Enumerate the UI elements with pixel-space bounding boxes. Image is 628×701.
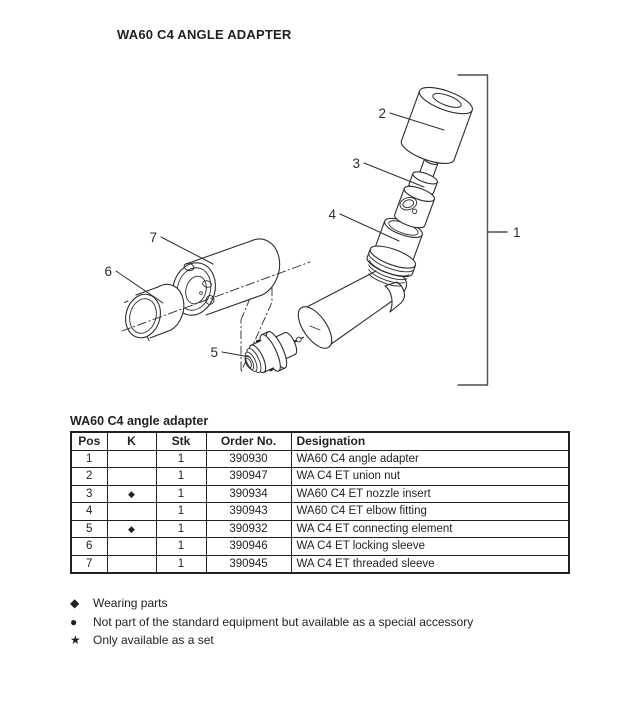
part-label-3: 3 [352,156,360,171]
col-header-k: K [106,431,157,451]
table-row: 5 ◆ 1 390932 WA C4 ET connecting element [70,519,570,538]
cell-k [106,449,157,468]
table-row: 1 1 390930 WA60 C4 angle adapter [70,449,570,468]
cell-pos: 2 [70,467,108,486]
table-row: 4 1 390943 WA60 C4 ET elbow fitting [70,502,570,521]
elbow-fin [384,281,406,313]
cell-k [106,554,157,574]
part-4-elbow-fitting [366,217,423,287]
cell-order: 390945 [205,554,292,574]
part-label-1: 1 [513,225,521,240]
cell-k: ◆ [106,484,157,503]
cell-designation: WA C4 ET union nut [290,467,570,486]
legend-item-label: Wearing parts [93,596,168,610]
cell-pos: 5 [70,519,108,538]
legend-item-set-only: ★ Only available as a set [70,631,473,650]
part-label-4: 4 [328,207,336,222]
circle-icon: ● [70,614,78,629]
cell-order: 390932 [205,519,292,538]
cell-pos: 3 [70,484,108,503]
part-label-7: 7 [149,230,157,245]
cell-stk: 1 [155,484,207,503]
cell-k [106,502,157,521]
cell-stk: 1 [155,467,207,486]
cell-designation: WA60 C4 angle adapter [290,449,570,468]
star-icon: ★ [70,633,81,647]
col-header-pos: Pos [70,431,108,451]
legend-item-special-accessory: ● Not part of the standard equipment but… [70,613,473,632]
part-labels: 1 2 3 4 5 6 7 [104,106,520,360]
part-label-5: 5 [210,345,218,360]
cell-designation: WA C4 ET locking sleeve [290,537,570,556]
cell-stk: 1 [155,502,207,521]
part-6-locking-sleeve [124,283,185,341]
part-label-6: 6 [104,264,112,279]
cell-order: 390943 [205,502,292,521]
cell-stk: 1 [155,519,207,538]
cell-designation: WA C4 ET connecting element [290,519,570,538]
table-row: 3 ◆ 1 390934 WA60 C4 ET nozzle insert [70,484,570,503]
cell-pos: 7 [70,554,108,574]
cell-pos: 6 [70,537,108,556]
cell-order: 390947 [205,467,292,486]
diamond-icon: ◆ [70,596,80,610]
cell-designation: WA C4 ET threaded sleeve [290,554,570,574]
leader-line-7 [160,236,214,265]
parts-table: Pos K Stk Order No. Designation 1 1 3909… [70,431,570,574]
leader-lines [115,112,445,358]
leader-line-4 [339,213,400,242]
leader-line-6 [115,270,164,304]
col-header-designation: Designation [290,431,570,451]
legend-item-label: Only available as a set [93,633,214,647]
cell-pos: 1 [70,449,108,468]
leader-line-2 [389,112,445,131]
cell-k: ◆ [106,519,157,538]
cell-designation: WA60 C4 ET nozzle insert [290,484,570,503]
table-row: 2 1 390947 WA C4 ET union nut [70,467,570,486]
cell-order: 390930 [205,449,292,468]
cell-stk: 1 [155,449,207,468]
cell-k [106,467,157,486]
document-title: WA60 C4 ANGLE ADAPTER [117,27,292,42]
part-2-union-nut [400,86,473,165]
col-header-stk: Stk [155,431,207,451]
leader-line-5 [221,351,251,358]
leader-line-3 [363,162,425,188]
table-row: 6 1 390946 WA C4 ET locking sleeve [70,537,570,556]
legend-item-wearing-parts: ◆ Wearing parts [70,594,473,613]
center-line [121,261,311,332]
table-header-row: Pos K Stk Order No. Designation [70,431,570,451]
legend-item-label: Not part of the standard equipment but a… [93,614,474,629]
cell-order: 390934 [205,484,292,503]
table-row: 7 1 390945 WA C4 ET threaded sleeve [70,554,570,574]
part-7-threaded-sleeve [172,238,281,316]
col-header-order: Order No. [205,431,292,451]
cell-k [106,537,157,556]
legend: ◆ Wearing parts ● Not part of the standa… [70,594,473,650]
cell-designation: WA60 C4 ET elbow fitting [290,502,570,521]
cell-order: 390946 [205,537,292,556]
elbow-body [297,270,408,349]
parts-table-block: WA60 C4 angle adapter Pos K Stk Order No… [70,414,570,574]
part-1-bracket [457,74,508,386]
cell-pos: 4 [70,502,108,521]
part-3-nozzle-insert [394,157,439,229]
cell-stk: 1 [155,554,207,574]
part-label-2: 2 [378,106,386,121]
parts-table-title: WA60 C4 angle adapter [70,414,209,428]
cell-stk: 1 [155,537,207,556]
